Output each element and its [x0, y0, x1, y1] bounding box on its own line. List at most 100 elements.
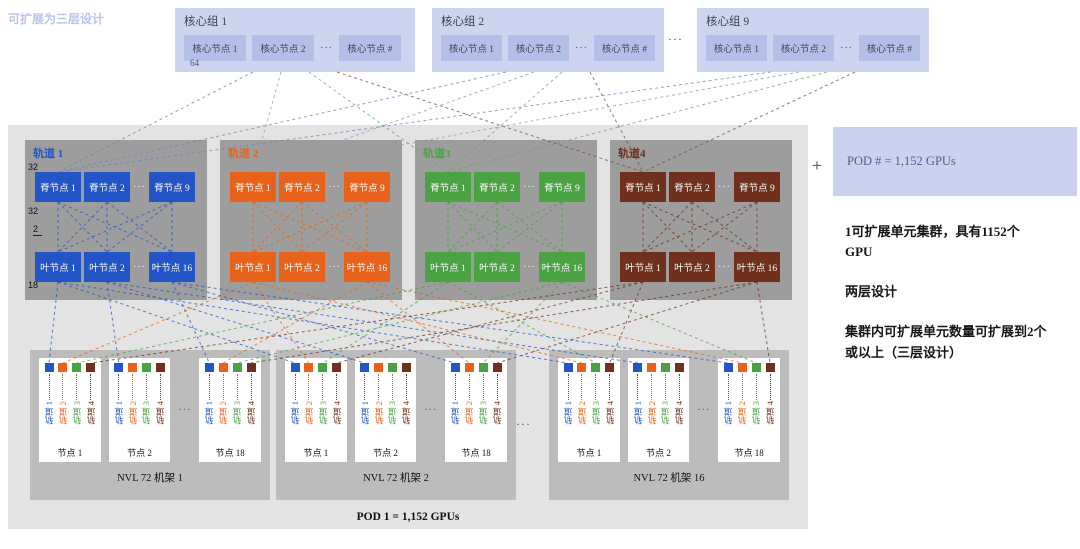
rack-node-card: 轨道 1 轨道 2 轨道 3 轨道 4 节点 18 [199, 358, 262, 462]
ellipsis: ··· [718, 261, 731, 273]
node-label: 节点 1 [57, 448, 83, 458]
rail2-port-column: 轨道 2 [646, 363, 658, 444]
spine-node: 脊节点 2 [84, 172, 130, 202]
port-link-line [468, 374, 470, 400]
rail-title: 轨道3 [423, 148, 451, 160]
ellipsis: ··· [328, 181, 341, 193]
rail1-port-square [114, 363, 124, 372]
node-label: 节点 18 [734, 448, 764, 458]
rail3-port-label: 轨道 3 [590, 401, 601, 425]
rail2-port-column: 轨道 2 [217, 363, 229, 444]
ellipsis: ··· [697, 404, 711, 416]
ellipsis: ··· [668, 32, 683, 46]
port-link-line [48, 374, 50, 400]
rack-node-card: 轨道 1 轨道 2 轨道 3 轨道 4 节点 1 [558, 358, 620, 462]
port-link-line [322, 374, 324, 400]
port-link-line [755, 374, 757, 400]
nvl72-rack-1: 轨道 1 轨道 2 轨道 3 轨道 4 节点 1 轨道 1 轨道 2 轨道 3 … [30, 350, 270, 500]
rail2-port-label: 轨道 2 [303, 401, 314, 425]
rail4-port-column: 轨道 4 [764, 363, 776, 444]
rail3-port-square [591, 363, 601, 372]
rail4-port-square [492, 363, 502, 372]
core-node: 核心节点 # [594, 35, 655, 61]
rail-group-4: 轨道4 脊节点 1 脊节点 2 ··· 脊节点 9 叶节点 1 叶节点 2 ··… [610, 140, 792, 300]
rail1-port-column: 轨道 1 [449, 363, 461, 444]
nvl72-rack-2: 轨道 1 轨道 2 轨道 3 轨道 4 节点 1 轨道 1 轨道 2 轨道 3 … [276, 350, 516, 500]
rack-node-card: 轨道 1 轨道 2 轨道 3 轨道 4 节点 18 [445, 358, 508, 462]
rail-title: 轨道4 [618, 148, 646, 160]
ellipsis: ··· [320, 42, 333, 54]
rail4-port-square [332, 363, 342, 372]
rail1-port-label: 轨道 1 [113, 401, 124, 425]
rail2-port-label: 轨道 2 [218, 401, 229, 425]
rail1-port-square [204, 363, 214, 372]
rack-node-card: 轨道 1 轨道 2 轨道 3 轨道 4 节点 1 [39, 358, 101, 462]
leaf-node: 叶节点 16 [344, 252, 390, 282]
rail4-port-square [246, 363, 256, 372]
rail1-port-column: 轨道 1 [289, 363, 301, 444]
rail-title: 轨道 2 [228, 148, 259, 160]
rail2-port-label: 轨道 2 [737, 401, 748, 425]
rail1-port-square [360, 363, 370, 372]
rail2-port-column: 轨道 2 [303, 363, 315, 444]
spine-row: 脊节点 1 脊节点 2 ··· 脊节点 9 [620, 172, 786, 202]
rail2-port-column: 轨道 2 [576, 363, 588, 444]
rail4-port-column: 轨道 4 [604, 363, 616, 444]
rack-node-card: 轨道 1 轨道 2 轨道 3 轨道 4 节点 1 [285, 358, 347, 462]
leaf-node: 叶节点 1 [35, 252, 81, 282]
rail1-port-label: 轨道 1 [450, 401, 461, 425]
rail1-port-label: 轨道 1 [632, 401, 643, 425]
rail3-port-label: 轨道 3 [478, 401, 489, 425]
node-label: 节点 1 [576, 448, 602, 458]
leaf-uplink-count: 2 [33, 224, 42, 236]
rail2-port-square [647, 363, 657, 372]
port-link-line [378, 374, 380, 400]
rack-label: NVL 72 机架 1 [117, 473, 183, 484]
rail3-port-label: 轨道 3 [660, 401, 671, 425]
rail1-port-square [290, 363, 300, 372]
rack-node-card: 轨道 1 轨道 2 轨道 3 轨道 4 节点 2 [354, 358, 417, 462]
spine-node: 脊节点 1 [35, 172, 81, 202]
core-node: 核心节点 2 [508, 35, 569, 61]
ellipsis: ··· [178, 404, 192, 416]
ellipsis: ··· [133, 261, 146, 273]
rail3-port-label: 轨道 3 [751, 401, 762, 425]
rail2-port-label: 轨道 2 [576, 401, 587, 425]
ellipsis: ··· [424, 404, 438, 416]
ellipsis: ··· [516, 417, 531, 431]
rail3-port-label: 轨道 3 [317, 401, 328, 425]
rail1-port-square [44, 363, 54, 372]
core-group-title: 核心组 2 [441, 16, 485, 28]
uplink-count-label: 64 [190, 58, 199, 68]
rail2-port-square [374, 363, 384, 372]
rail2-port-label: 轨道 2 [373, 401, 384, 425]
rail4-port-square [155, 363, 165, 372]
leaf-row: 叶节点 1 叶节点 2 ··· 叶节点 16 [425, 252, 591, 282]
ellipsis: ··· [718, 181, 731, 193]
rail4-port-column: 轨道 4 [245, 363, 257, 444]
spine-node: 脊节点 9 [149, 172, 195, 202]
rail4-port-label: 轨道 4 [246, 401, 257, 425]
leaf-node: 叶节点 1 [425, 252, 471, 282]
nvl72-rack-16: 轨道 1 轨道 2 轨道 3 轨道 4 节点 1 轨道 1 轨道 2 轨道 3 … [549, 350, 789, 500]
rail4-port-label: 轨道 4 [85, 401, 96, 425]
rail2-port-label: 轨道 2 [57, 401, 68, 425]
port-link-line [496, 374, 498, 400]
core-group-2: 核心组 2 核心节点 1 核心节点 2 ··· 核心节点 # [432, 8, 664, 72]
rail4-port-square [765, 363, 775, 372]
port-link-line [454, 374, 456, 400]
rail4-port-label: 轨道 4 [604, 401, 615, 425]
port-link-line [664, 374, 666, 400]
rail1-port-label: 轨道 1 [359, 401, 370, 425]
port-link-line [741, 374, 743, 400]
port-link-line [678, 374, 680, 400]
port-link-line [727, 374, 729, 400]
rail-title: 轨道 1 [33, 148, 64, 160]
rack-node-card: 轨道 1 轨道 2 轨道 3 轨道 4 节点 18 [718, 358, 781, 462]
rail2-port-column: 轨道 2 [463, 363, 475, 444]
pod-total-label: POD 1 = 1,152 GPUs [356, 511, 460, 523]
ellipsis: ··· [523, 181, 536, 193]
rail-group-1: 轨道 1 32 32 2 18 脊节点 1 脊节点 2 ··· 脊节点 9 叶节… [25, 140, 207, 300]
port-link-line [208, 374, 210, 400]
